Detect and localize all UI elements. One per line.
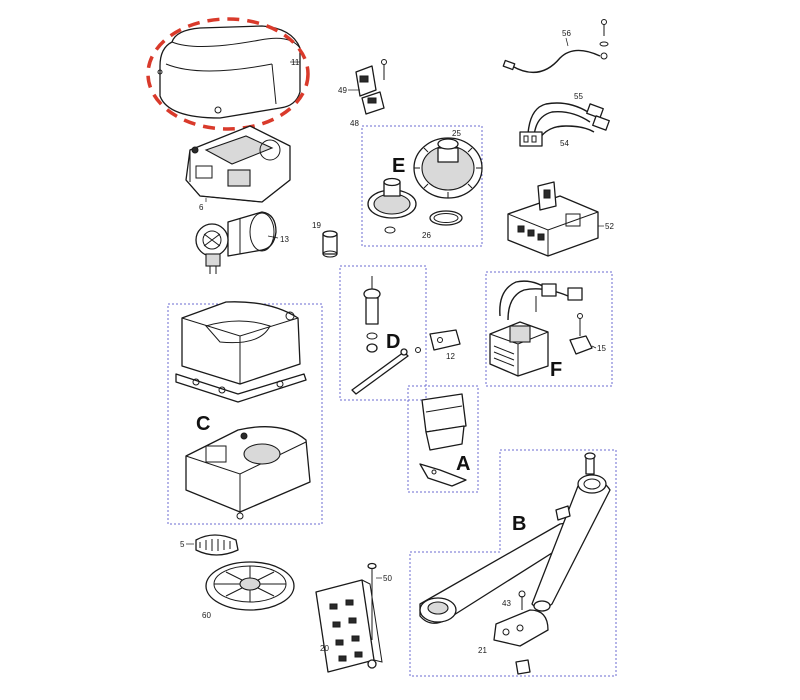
- part-label-49: 49: [338, 86, 347, 95]
- part-label-43: 43: [502, 599, 511, 608]
- group-label-F: F: [550, 359, 562, 381]
- highlight-ring: [146, 17, 310, 131]
- part-label-5: 5: [180, 540, 185, 549]
- part-20-50-rack-plate[interactable]: [315, 562, 383, 673]
- part-12-bracket[interactable]: [415, 329, 461, 353]
- group-B-arm-assembly[interactable]: [419, 452, 611, 675]
- group-label-D: D: [386, 331, 400, 353]
- part-label-19: 19: [312, 221, 321, 230]
- part-label-54: 54: [560, 139, 569, 148]
- part-13-motor[interactable]: [195, 211, 277, 274]
- part-label-55: 55: [574, 92, 583, 101]
- part-label-56: 56: [562, 29, 571, 38]
- part-5-pinion[interactable]: [195, 534, 239, 556]
- group-label-A: A: [456, 453, 470, 475]
- group-box-E: [361, 125, 483, 247]
- part-label-15: 15: [597, 344, 606, 353]
- part-19-spacer[interactable]: [322, 230, 338, 258]
- part-label-21: 21: [478, 646, 487, 655]
- part-label-60: 60: [202, 611, 211, 620]
- group-label-E: E: [392, 155, 405, 177]
- part-label-6: 6: [199, 203, 204, 212]
- part-54-55-harness[interactable]: [519, 102, 610, 147]
- part-52-terminal-block[interactable]: [507, 181, 599, 257]
- group-C-gearbox-housing[interactable]: [175, 301, 311, 520]
- group-A-bracket-plates[interactable]: [419, 393, 467, 487]
- part-60-pulley[interactable]: [205, 561, 295, 611]
- group-box-D: [339, 265, 427, 401]
- part-label-48: 48: [350, 119, 359, 128]
- part-56-cable[interactable]: [502, 19, 609, 74]
- part-label-50: 50: [383, 574, 392, 583]
- part-label-52: 52: [605, 222, 614, 231]
- group-F-transformer[interactable]: [489, 280, 583, 377]
- part-48-49-clip[interactable]: [355, 59, 387, 115]
- part-6-housing[interactable]: [185, 125, 291, 203]
- group-E-gears[interactable]: [367, 137, 483, 234]
- group-label-C: C: [196, 413, 210, 435]
- part-label-20: 20: [320, 644, 329, 653]
- part-label-11: 11: [291, 58, 300, 67]
- group-label-B: B: [512, 513, 526, 535]
- group-box-B: [409, 449, 617, 677]
- part-label-26: 26: [422, 231, 431, 240]
- part-15-switch[interactable]: [569, 313, 593, 355]
- part-11-cover[interactable]: [157, 25, 301, 119]
- part-label-25: 25: [452, 129, 461, 138]
- group-D-pin-assembly[interactable]: [351, 276, 409, 395]
- part-label-12: 12: [446, 352, 455, 361]
- part-label-13: 13: [280, 235, 289, 244]
